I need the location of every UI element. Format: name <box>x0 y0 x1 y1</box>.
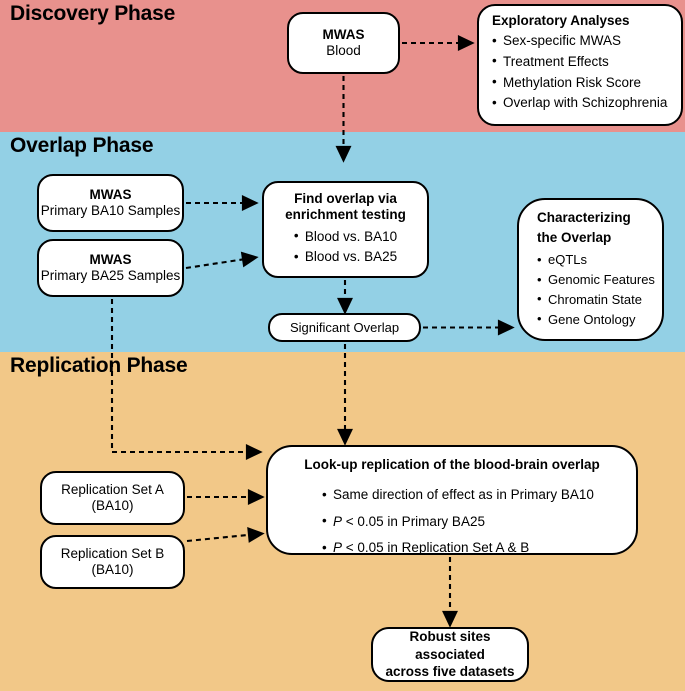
node-exploratory-title: Exploratory Analyses <box>492 13 630 28</box>
node-significant-overlap-label: Significant Overlap <box>289 319 400 335</box>
node-find-overlap-title-line2: enrichment testing <box>285 207 406 223</box>
list-item: Genomic Features <box>537 270 655 290</box>
lookup-item-2-italic: P <box>333 540 343 556</box>
node-robust-sites[interactable]: Robust sites associated across five data… <box>371 627 529 682</box>
overlap-phase-title: Overlap Phase <box>10 134 154 157</box>
node-mwas-ba25-title: MWAS <box>89 251 132 267</box>
node-replication-set-a-title: Replication Set A <box>61 481 164 497</box>
node-characterizing-title-line1: Characterizing <box>537 210 631 225</box>
list-item: eQTLs <box>537 250 654 270</box>
lookup-item-0-text: Same direction of effect as in Primary B… <box>333 487 594 503</box>
node-replication-set-b-title: Replication Set B <box>60 545 165 561</box>
list-item: Methylation Risk Score <box>492 72 671 94</box>
node-significant-overlap[interactable]: Significant Overlap <box>268 313 421 342</box>
node-mwas-primary-ba25[interactable]: MWAS Primary BA25 Samples <box>37 239 184 297</box>
replication-phase-title: Replication Phase <box>10 354 188 377</box>
node-mwas-ba25-subtitle: Primary BA25 Samples <box>40 268 181 283</box>
node-mwas-blood[interactable]: MWAS Blood <box>287 12 400 74</box>
lookup-item-1-italic: P <box>333 513 343 529</box>
list-item: Treatment Effects <box>492 51 671 73</box>
node-mwas-primary-ba10[interactable]: MWAS Primary BA10 Samples <box>37 174 184 232</box>
node-find-overlap[interactable]: Find overlap via enrichment testing Bloo… <box>262 181 429 278</box>
node-exploratory-list: Sex-specific MWAS Treatment Effects Meth… <box>492 31 671 113</box>
discovery-phase-title: Discovery Phase <box>10 2 176 25</box>
node-robust-line1: Robust sites associated <box>409 629 491 662</box>
node-lookup-title: Look-up replication of the blood-brain o… <box>304 457 600 472</box>
node-find-overlap-list: Blood vs. BA10 Blood vs. BA25 <box>294 226 397 268</box>
node-lookup-replication[interactable]: Look-up replication of the blood-brain o… <box>266 445 638 561</box>
node-characterizing-title-line2: the Overlap <box>537 230 612 246</box>
list-item: Sex-specific MWAS <box>492 31 671 52</box>
node-find-overlap-title-line1: Find overlap via <box>294 191 397 206</box>
node-mwas-blood-subtitle: Blood <box>326 43 361 58</box>
node-replication-set-b-subtitle: (BA10) <box>91 562 134 577</box>
list-item: Blood vs. BA25 <box>294 247 397 268</box>
node-exploratory-analyses[interactable]: Exploratory Analyses Sex-specific MWAS T… <box>477 4 683 126</box>
list-item: Gene Ontology <box>537 309 654 330</box>
lookup-item-2-text: < 0.05 in Replication Set A & B <box>342 540 530 556</box>
node-mwas-ba10-title: MWAS <box>89 186 132 202</box>
list-item: P < 0.05 in Primary BA25 <box>322 508 636 535</box>
node-robust-line2: across five datasets <box>385 664 515 680</box>
node-mwas-ba10-subtitle: Primary BA10 Samples <box>40 203 181 218</box>
list-item: Blood vs. BA10 <box>294 226 397 248</box>
list-item: Overlap with Schizophrenia <box>492 93 671 114</box>
node-replication-set-a[interactable]: Replication Set A (BA10) <box>40 471 185 525</box>
node-characterizing-the-overlap[interactable]: Characterizing the Overlap eQTLs Genomic… <box>517 198 664 341</box>
list-item: Same direction of effect as in Primary B… <box>322 482 636 509</box>
node-lookup-list: Same direction of effect as in Primary B… <box>322 482 636 561</box>
node-mwas-blood-title: MWAS <box>322 26 365 42</box>
node-replication-set-b[interactable]: Replication Set B (BA10) <box>40 535 185 589</box>
node-replication-set-a-subtitle: (BA10) <box>91 498 134 513</box>
list-item: P < 0.05 in Replication Set A & B <box>322 535 636 562</box>
list-item: Chromatin State <box>537 289 654 310</box>
node-characterizing-list: eQTLs Genomic Features Chromatin State G… <box>537 250 655 330</box>
lookup-item-1-text: < 0.05 in Primary BA25 <box>342 513 485 529</box>
